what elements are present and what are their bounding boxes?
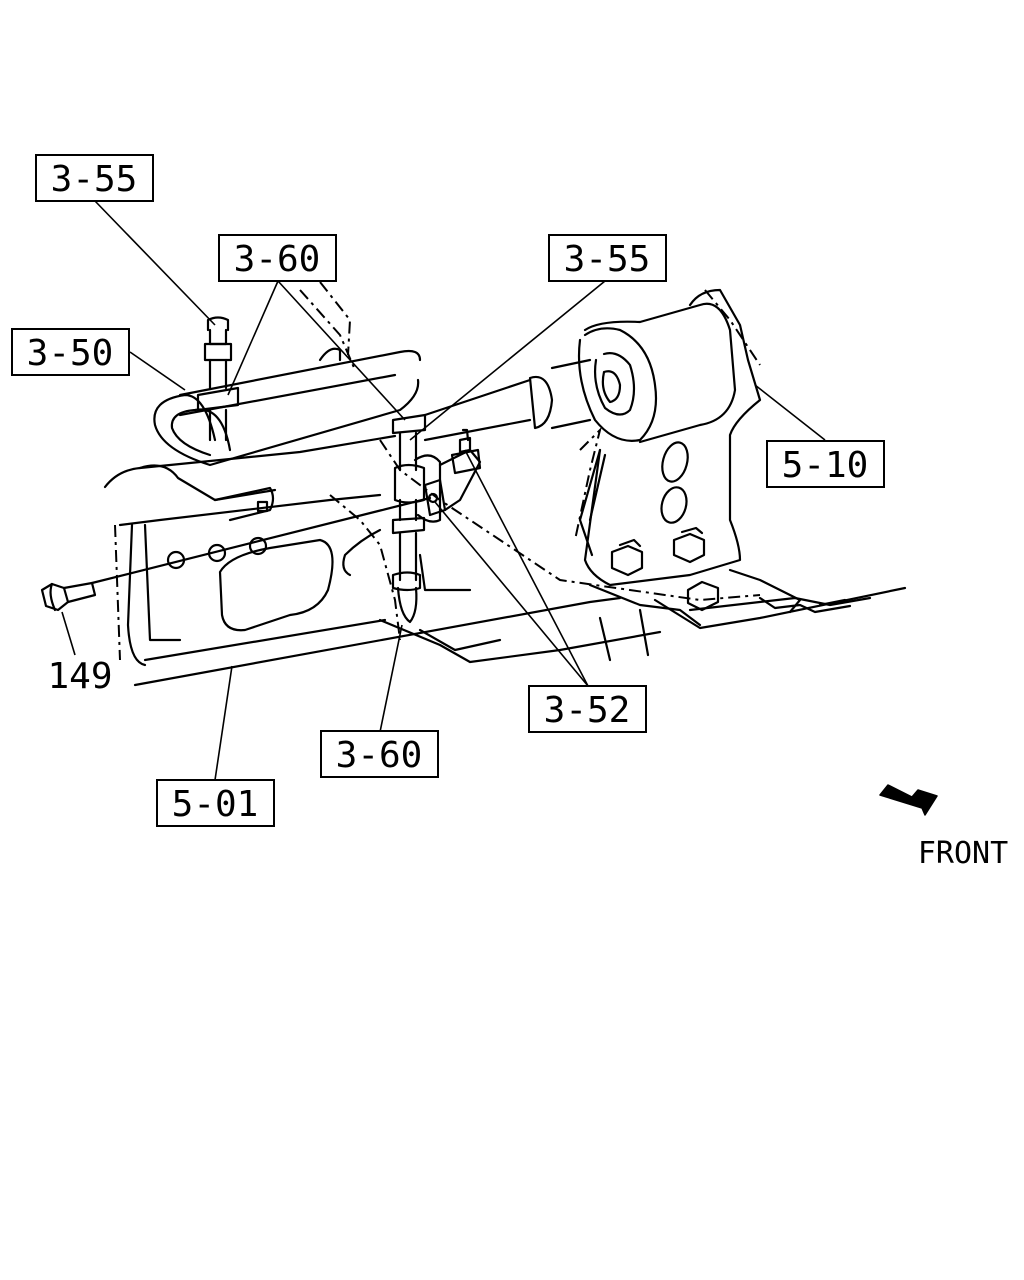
callout-3-52: 3-52 xyxy=(528,685,647,733)
svg-text:5-10: 5-10 xyxy=(782,445,869,486)
bushing-bracket xyxy=(423,288,802,627)
svg-text:3-55: 3-55 xyxy=(564,239,651,280)
callout-3-55-left: 3-55 xyxy=(35,154,154,202)
frame-rail xyxy=(103,434,907,687)
callout-3-60-bottom: 3-60 xyxy=(320,730,439,778)
callout-3-60-top: 3-60 xyxy=(218,234,337,282)
callout-5-01: 5-01 xyxy=(156,779,275,827)
callout-149: 149 xyxy=(47,656,112,697)
svg-text:3-52: 3-52 xyxy=(544,690,631,731)
stabilizer-link-left xyxy=(196,316,240,442)
front-label: FRONT xyxy=(918,836,1008,871)
svg-text:3-55: 3-55 xyxy=(51,159,138,200)
bolt-149 xyxy=(40,496,432,612)
svg-text:3-60: 3-60 xyxy=(234,239,321,280)
svg-text:5-01: 5-01 xyxy=(172,784,259,825)
callout-3-50: 3-50 xyxy=(11,328,130,376)
svg-text:3-60: 3-60 xyxy=(336,735,423,776)
callout-5-10: 5-10 xyxy=(766,440,885,488)
callout-3-55-right: 3-55 xyxy=(548,234,667,282)
arrow-icon xyxy=(879,784,938,816)
hidden-lines xyxy=(114,281,761,661)
stabilizer-link-center xyxy=(342,413,472,624)
svg-text:3-50: 3-50 xyxy=(27,333,114,374)
leader-lines xyxy=(61,200,826,781)
small-bolt xyxy=(450,428,482,475)
